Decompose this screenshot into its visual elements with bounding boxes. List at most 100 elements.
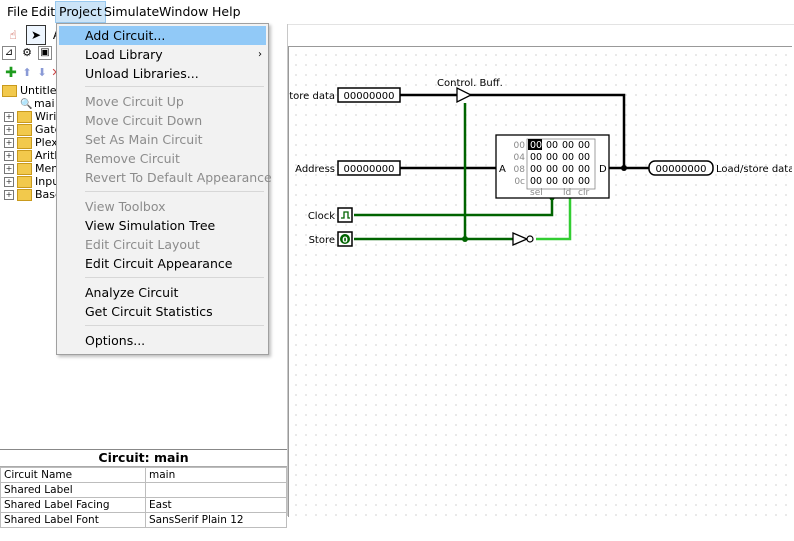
ram-cell: 00 [562, 176, 574, 187]
expand-icon[interactable]: + [4, 177, 14, 187]
menu-item-add-circuit[interactable]: Add Circuit... [59, 26, 266, 45]
property-row[interactable]: Shared Label Font SansSerif Plain 12 [0, 512, 287, 528]
circuit-canvas[interactable]: 00000000 Store data Control. Buff. 00000… [288, 46, 792, 517]
expand-icon[interactable]: + [4, 112, 14, 122]
move-up-icon[interactable]: ⬆ [22, 66, 32, 79]
store-label: Store [309, 235, 335, 246]
store-data-pin[interactable] [337, 87, 401, 103]
ram-component[interactable] [495, 134, 610, 199]
property-value[interactable]: East [145, 497, 287, 513]
property-row[interactable]: Circuit Name main [0, 467, 287, 483]
menu-item-set-main-circuit[interactable]: Set As Main Circuit [85, 132, 203, 147]
menu-project[interactable]: Project [55, 1, 106, 23]
menu-item-get-circuit-statistics[interactable]: Get Circuit Statistics [85, 304, 213, 319]
menu-item-load-library[interactable]: Load Library› [85, 47, 262, 62]
menu-item-unload-libraries[interactable]: Unload Libraries... [85, 66, 199, 81]
menu-file[interactable]: File [7, 4, 28, 19]
magnifier-icon: 🔍 [20, 98, 33, 110]
menu-help[interactable]: Help [212, 4, 241, 19]
menu-item-revert-appearance[interactable]: Revert To Default Appearance [85, 170, 272, 185]
output-pin[interactable] [648, 160, 714, 176]
property-row[interactable]: Shared Label Facing East [0, 497, 287, 513]
menu-item-remove-circuit[interactable]: Remove Circuit [85, 151, 180, 166]
output-label: Load/store data [716, 164, 792, 175]
folder-icon [17, 111, 32, 123]
store-input-value: 0 [342, 236, 348, 245]
ram-cell: 00 [546, 140, 558, 151]
gates-tool-icon[interactable]: ⚙ [22, 46, 32, 59]
properties-panel: Circuit: main Circuit Name main Shared L… [0, 449, 287, 541]
menu-item-edit-circuit-layout[interactable]: Edit Circuit Layout [85, 237, 200, 252]
tree-library-item[interactable]: + Base [4, 188, 62, 201]
clock-component[interactable] [337, 207, 353, 223]
submenu-arrow-icon: › [258, 49, 262, 60]
property-name: Shared Label Font [0, 512, 146, 528]
ram-row-address: 04 [514, 153, 526, 163]
menu-window[interactable]: Window [159, 4, 209, 19]
tree-library-label: Base [35, 188, 62, 201]
tree-library-item[interactable]: +Wirin [4, 110, 63, 123]
property-value[interactable]: main [145, 467, 287, 483]
expand-icon[interactable]: + [4, 138, 14, 148]
expand-icon[interactable]: + [4, 125, 14, 135]
tree-library-item[interactable]: +Input [4, 175, 63, 188]
folder-icon [17, 176, 32, 188]
buffer-label: Control. Buff. [437, 78, 503, 89]
move-down-icon[interactable]: ⬇ [37, 66, 47, 79]
folder-icon [17, 163, 32, 175]
store-data-label: Store data [289, 91, 335, 102]
folder-icon [17, 137, 32, 149]
ram-row-address: 00 [514, 141, 526, 151]
ram-cell: 00 [562, 152, 574, 163]
ram-cell: 00 [546, 176, 558, 187]
ram-ld-label: ld [563, 188, 571, 198]
folder-icon [2, 85, 17, 97]
property-name: Shared Label Facing [0, 497, 146, 513]
expand-icon[interactable]: + [4, 151, 14, 161]
not-gate[interactable] [512, 232, 529, 246]
ram-grid [526, 138, 596, 190]
menu-item-view-toolbox[interactable]: View Toolbox [85, 199, 166, 214]
address-pin[interactable] [337, 160, 401, 176]
property-value[interactable]: SansSerif Plain 12 [145, 512, 287, 528]
ram-cell: 00 [578, 164, 590, 175]
menu-item-options[interactable]: Options... [85, 333, 146, 348]
tree-library-item[interactable]: +Mem [4, 162, 62, 175]
folder-icon [17, 189, 32, 201]
ram-cell: 00 [578, 140, 590, 151]
menu-separator [85, 191, 264, 192]
menu-bar: File Edit Project Simulate Window Help [0, 0, 794, 25]
add-circuit-icon[interactable]: ✚ [5, 65, 17, 81]
select-arrow-icon[interactable]: ➤ [26, 25, 46, 45]
ram-cell: 00 [530, 176, 542, 187]
menu-simulate[interactable]: Simulate [104, 4, 160, 19]
expand-icon[interactable]: + [4, 164, 14, 174]
wire-junction [621, 165, 627, 171]
tree-library-item[interactable]: +Arith [4, 149, 61, 162]
poke-hand-icon[interactable]: ☝ [9, 28, 17, 42]
menu-item-edit-circuit-appearance[interactable]: Edit Circuit Appearance [85, 256, 233, 271]
menu-item-move-circuit-down[interactable]: Move Circuit Down [85, 113, 203, 128]
menu-item-move-circuit-up[interactable]: Move Circuit Up [85, 94, 184, 109]
ram-port-a: A [499, 164, 506, 175]
tree-circuit-main[interactable]: 🔍mai [20, 97, 55, 110]
property-name: Shared Label [0, 482, 146, 498]
menu-edit[interactable]: Edit [31, 4, 56, 19]
property-value[interactable] [145, 482, 287, 498]
wiring-tool-icon[interactable]: ⊿ [2, 46, 16, 60]
ram-cell: 00 [562, 164, 574, 175]
property-row[interactable]: Shared Label [0, 482, 287, 498]
wire-buffer-out[interactable] [470, 93, 626, 167]
menu-item-view-simulation-tree[interactable]: View Simulation Tree [85, 218, 216, 233]
wire-clock[interactable] [354, 198, 554, 217]
controlled-buffer[interactable] [456, 86, 473, 104]
project-menu-dropdown: Add Circuit... Load Library› Unload Librar… [56, 23, 272, 355]
ram-port-d: D [599, 164, 607, 175]
toolbox-view-icon[interactable]: ▣ [38, 46, 52, 60]
wire-not-out[interactable] [536, 198, 572, 241]
folder-icon [17, 150, 32, 162]
ram-cell: 00 [578, 176, 590, 187]
menu-item-analyze-circuit[interactable]: Analyze Circuit [85, 285, 179, 300]
wire-junction [462, 236, 468, 242]
expand-icon[interactable]: + [4, 190, 14, 200]
